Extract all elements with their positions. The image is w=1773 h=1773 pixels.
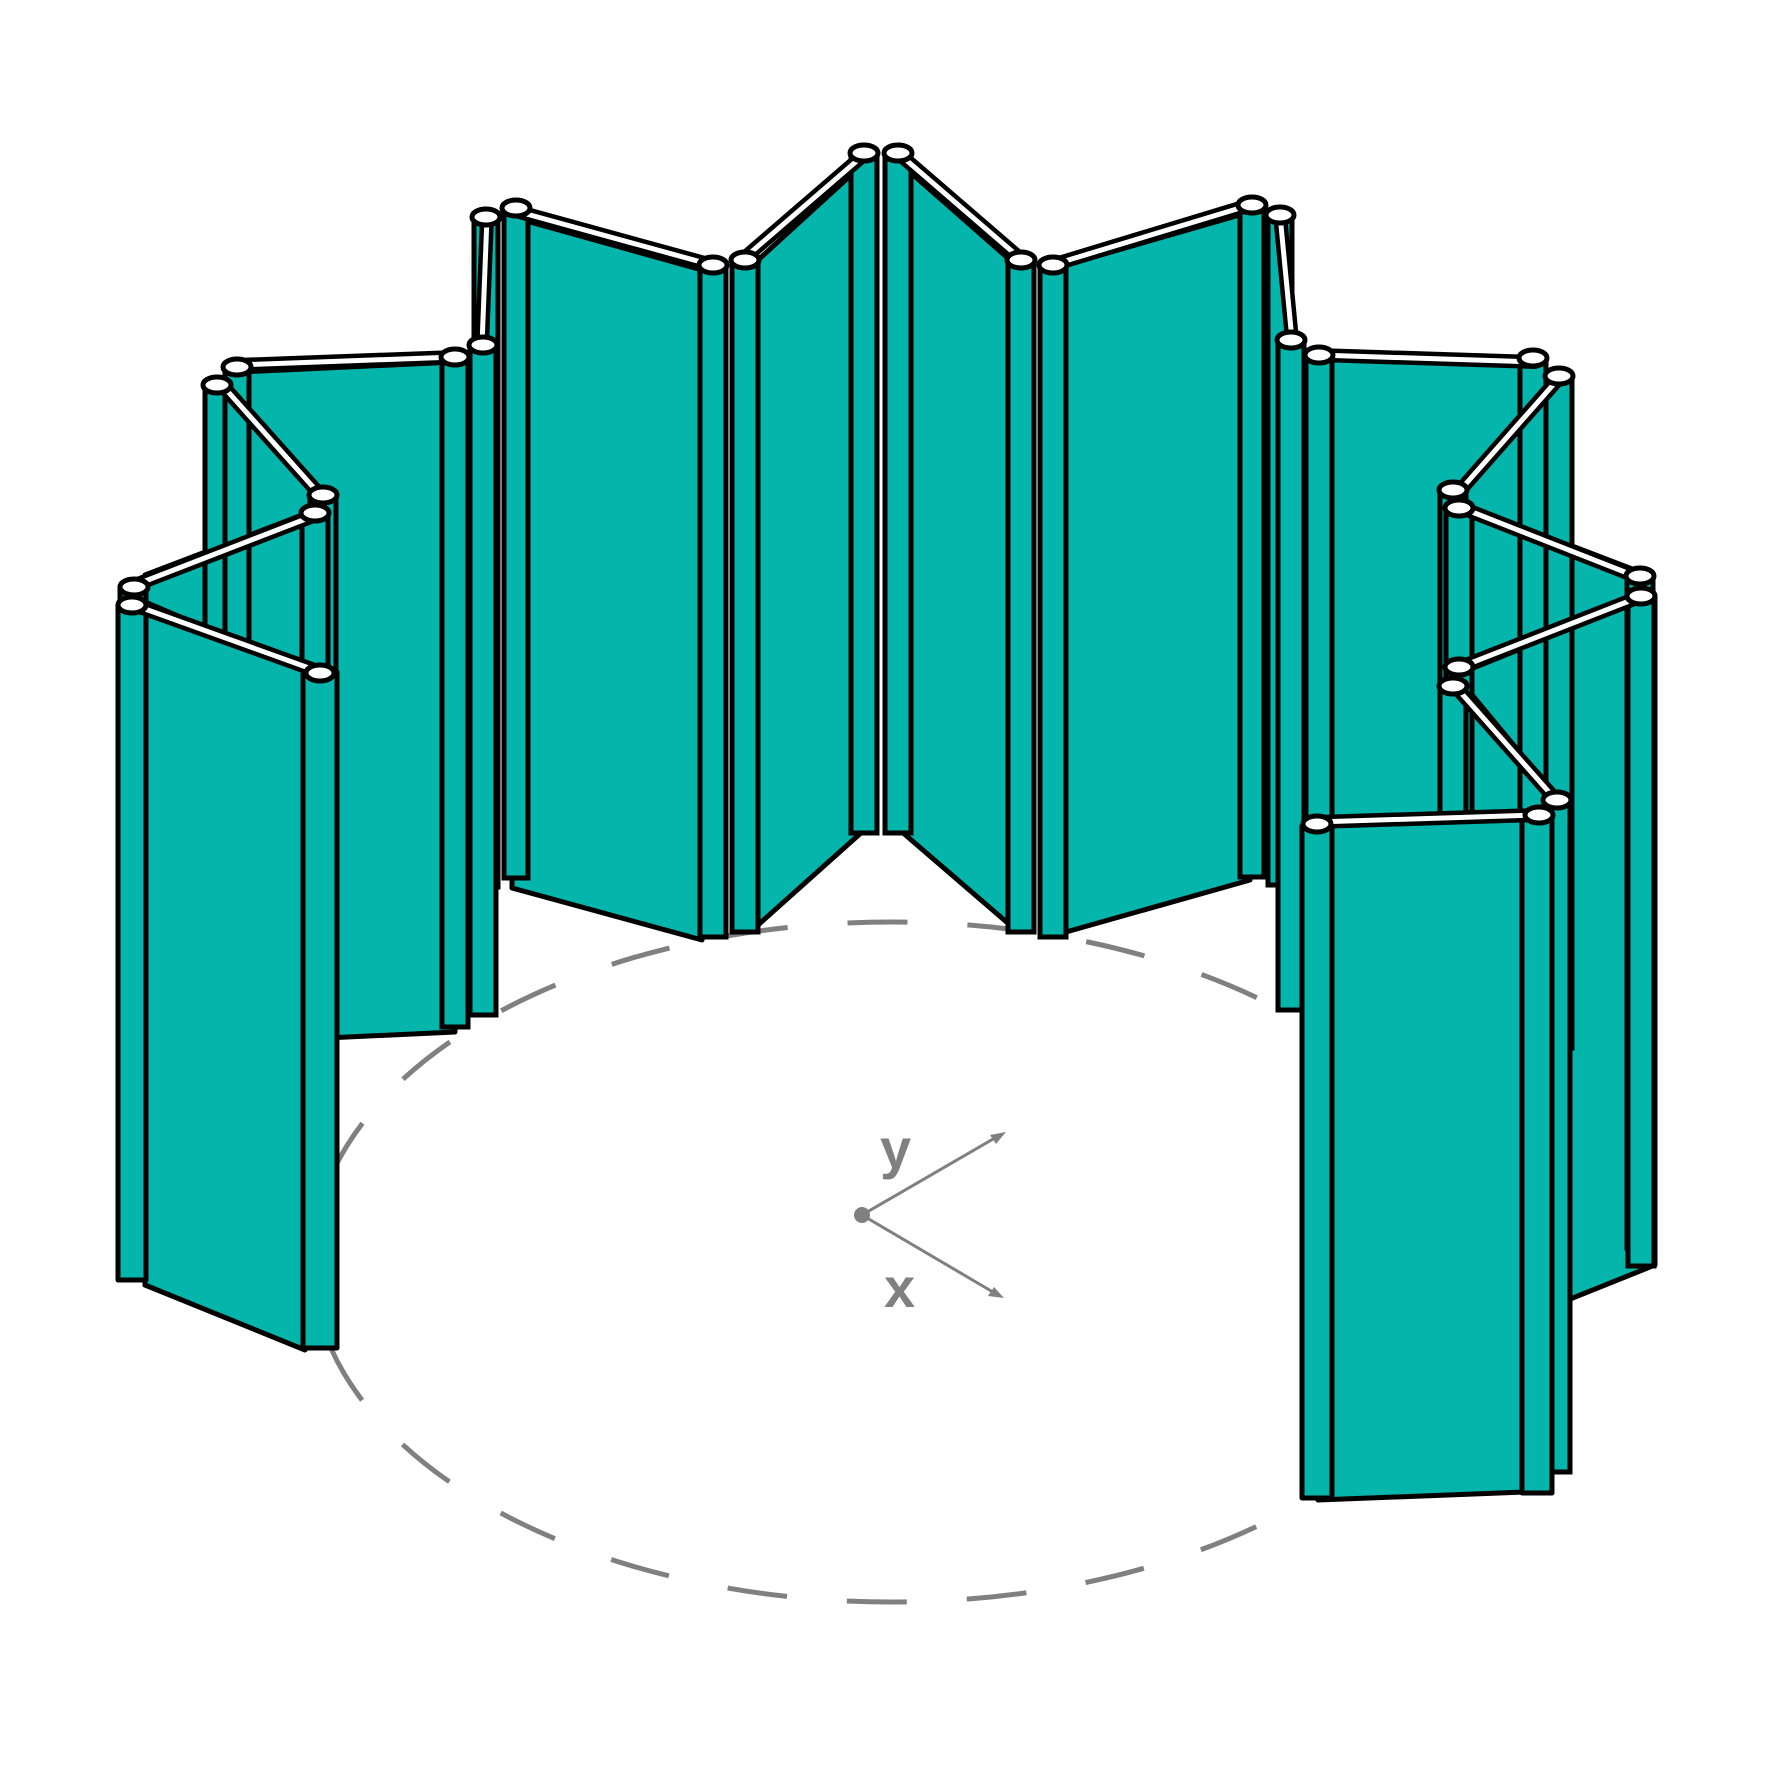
post [1519, 812, 1555, 1496]
post [300, 669, 340, 1351]
x-axis-label: x [884, 1256, 915, 1319]
front-right-panel [1299, 812, 1555, 1503]
panel [142, 599, 308, 1353]
x-arrowhead [988, 1287, 1004, 1298]
post [439, 354, 471, 1030]
y-axis-label: y [880, 1117, 911, 1180]
post [729, 257, 761, 935]
panel [755, 162, 865, 928]
panel [509, 214, 705, 943]
panel [1315, 815, 1528, 1503]
post [1237, 202, 1267, 880]
y-arrowhead [990, 1132, 1006, 1144]
post [697, 262, 729, 940]
top-struts-highlight [131, 150, 1645, 825]
post [882, 150, 914, 836]
post [115, 602, 149, 1283]
post [501, 205, 531, 881]
x-axis-arrow [861, 1213, 999, 1297]
y-axis-arrow [861, 1133, 1001, 1217]
post [848, 150, 880, 836]
post [1299, 823, 1335, 1501]
post [1037, 262, 1069, 940]
post [467, 342, 499, 1018]
front-left-panel [115, 599, 340, 1353]
panel [899, 162, 1013, 928]
post [1625, 593, 1657, 1269]
post [1005, 257, 1037, 935]
post-caps [115, 142, 1658, 835]
panel [1063, 209, 1253, 935]
coordinate-axes: y x [854, 1117, 1006, 1319]
